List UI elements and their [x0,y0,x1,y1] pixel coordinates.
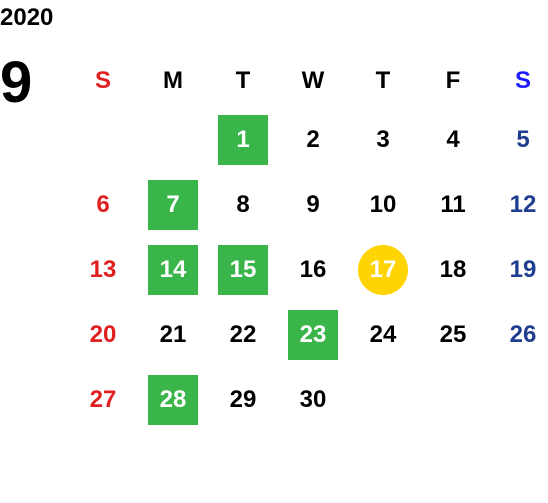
highlighted-day: 23 [288,309,338,360]
empty-day-cell [138,107,208,172]
weekday-sunday: S [94,67,111,94]
day-number: 8 [236,190,250,218]
day-cell[interactable]: 6 [68,172,138,237]
highlighted-day: 1 [218,114,268,165]
day-number: 18 [439,255,467,283]
day-cell[interactable]: 15 [208,237,278,302]
today-marker: 17 [358,244,408,295]
day-number: 21 [159,320,187,348]
weekday-thursday: T [375,67,391,94]
day-number: 30 [299,385,327,413]
day-number: 29 [229,385,257,413]
month-label: 9 [0,50,33,115]
day-number: 13 [89,255,117,283]
highlighted-day: 28 [148,374,198,425]
day-cell[interactable]: 3 [348,107,418,172]
day-cell[interactable]: 14 [138,237,208,302]
day-number: 4 [446,125,460,153]
day-number: 25 [439,320,467,348]
day-number: 12 [509,190,537,218]
weekday-saturday: S [514,67,531,94]
day-cell[interactable]: 2 [278,107,348,172]
day-cell[interactable]: 13 [68,237,138,302]
week-row: 1 2 3 4 5 [68,107,548,172]
weekday-tuesday: T [235,67,251,94]
year-label: 2020 [0,4,54,31]
day-number: 6 [96,190,110,218]
day-number: 22 [229,320,257,348]
day-cell[interactable]: 29 [208,367,278,432]
day-number: 9 [306,190,320,218]
day-number: 11 [440,190,466,218]
day-cell[interactable]: 28 [138,367,208,432]
weekday-header-row: S M T W T F S [68,55,548,107]
day-cell[interactable]: 26 [488,302,548,367]
day-cell[interactable]: 23 [278,302,348,367]
day-cell[interactable]: 24 [348,302,418,367]
day-cell[interactable]: 12 [488,172,548,237]
day-cell[interactable]: 17 [348,237,418,302]
day-number: 5 [516,125,530,153]
weekday-monday: M [163,67,183,94]
week-row: 6 7 8 9 10 11 12 [68,172,548,237]
day-cell[interactable]: 22 [208,302,278,367]
day-cell[interactable]: 27 [68,367,138,432]
day-number: 10 [369,190,397,218]
day-number: 16 [299,255,327,283]
highlighted-day: 15 [218,244,268,295]
empty-day-cell [418,367,488,432]
day-cell[interactable]: 7 [138,172,208,237]
day-number: 26 [509,320,537,348]
day-cell[interactable]: 25 [418,302,488,367]
day-cell[interactable]: 11 [418,172,488,237]
day-cell[interactable]: 1 [208,107,278,172]
weekday-wednesday: W [301,67,325,94]
weekday-friday: F [445,67,461,94]
day-cell[interactable]: 9 [278,172,348,237]
day-number: 20 [89,320,117,348]
day-number: 3 [376,125,390,153]
day-cell[interactable]: 8 [208,172,278,237]
empty-day-cell [348,367,418,432]
empty-day-cell [68,107,138,172]
highlighted-day: 7 [148,179,198,230]
day-cell[interactable]: 5 [488,107,548,172]
day-number: 19 [509,255,537,283]
day-cell[interactable]: 30 [278,367,348,432]
day-number: 24 [369,320,397,348]
empty-day-cell [488,367,548,432]
week-row: 27 28 29 30 [68,367,548,432]
highlighted-day: 14 [148,244,198,295]
week-row: 20 21 22 23 24 25 26 [68,302,548,367]
day-cell[interactable]: 4 [418,107,488,172]
day-number: 27 [89,385,117,413]
day-cell[interactable]: 16 [278,237,348,302]
day-cell[interactable]: 19 [488,237,548,302]
day-cell[interactable]: 18 [418,237,488,302]
week-row: 13 14 15 16 17 18 19 [68,237,548,302]
day-number: 2 [306,125,320,153]
day-cell[interactable]: 10 [348,172,418,237]
day-cell[interactable]: 20 [68,302,138,367]
day-cell[interactable]: 21 [138,302,208,367]
